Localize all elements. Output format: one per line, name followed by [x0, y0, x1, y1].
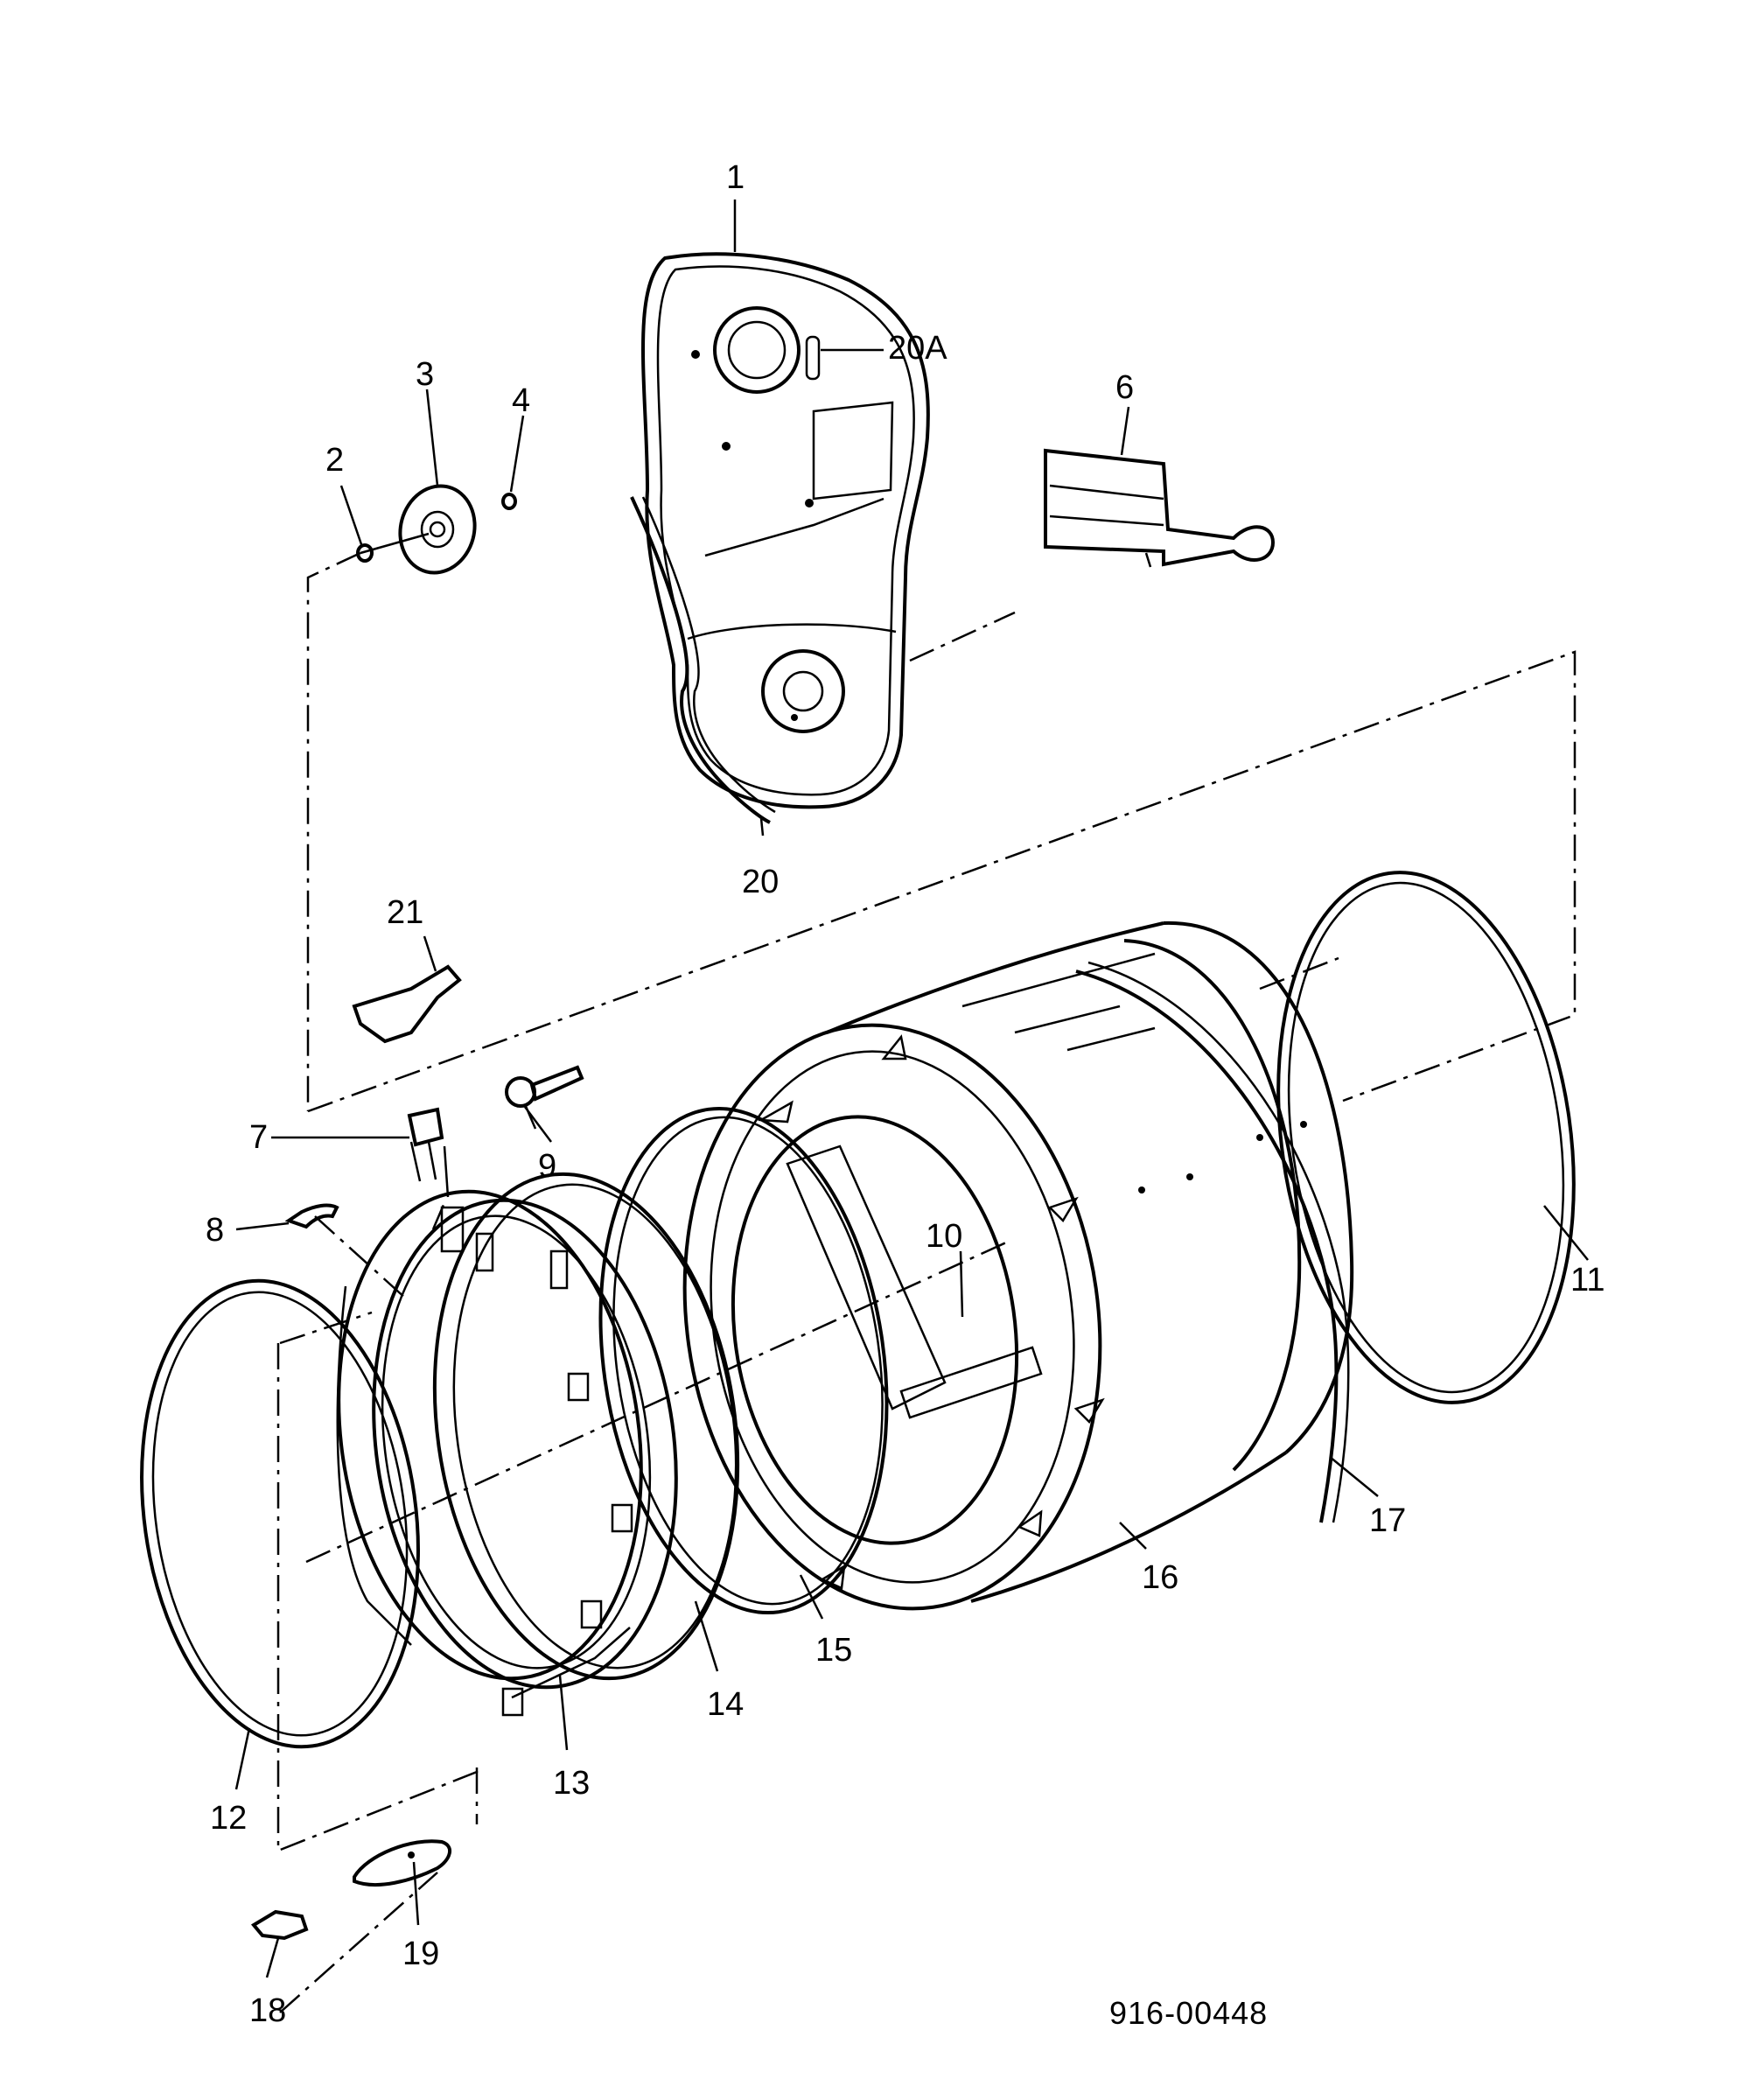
- label-part-2: 2: [325, 442, 344, 479]
- assembly-lines: [276, 551, 1577, 2013]
- hinge: [284, 1203, 339, 1229]
- label-part-14: 14: [707, 1686, 744, 1723]
- part-labels: 1 20A 2 3 4 6 20 21 7 9 8 10 11 17 16 15…: [206, 159, 1605, 2029]
- ring-14: [432, 1172, 740, 1681]
- label-part-18: 18: [249, 1992, 286, 2029]
- label-part-11: 11: [1570, 1262, 1605, 1298]
- label-part-8: 8: [206, 1212, 224, 1249]
- bearing-plate: [360, 484, 477, 575]
- rear-ring: [1276, 871, 1576, 1404]
- label-part-15: 15: [815, 1632, 852, 1669]
- label-part-10: 10: [926, 1218, 962, 1255]
- rear-panel: [641, 252, 930, 809]
- label-part-1: 1: [726, 159, 745, 196]
- label-part-13: 13: [553, 1765, 590, 1802]
- seal-strip: [630, 496, 776, 824]
- drum-seal-strip: [1075, 961, 1350, 1523]
- bracket: [1044, 448, 1276, 568]
- latch: [250, 1909, 309, 1941]
- label-part-3: 3: [416, 356, 434, 393]
- leader-lines: [234, 200, 1589, 1978]
- label-part-9: 9: [538, 1148, 556, 1185]
- front-seal-ring: [140, 1278, 420, 1749]
- label-part-12: 12: [210, 1800, 247, 1837]
- label-part-7: 7: [249, 1119, 268, 1156]
- label-part-17: 17: [1369, 1502, 1406, 1539]
- clip: [352, 964, 462, 1044]
- ring-15: [598, 1106, 889, 1615]
- drum: [682, 920, 1354, 1611]
- label-part-19: 19: [402, 1936, 439, 1972]
- latch-plate: [353, 1839, 451, 1887]
- label-part-21: 21: [387, 894, 423, 931]
- switch: [505, 1065, 584, 1130]
- label-part-16: 16: [1142, 1559, 1178, 1596]
- sensor: [407, 1107, 450, 1198]
- label-part-4: 4: [512, 382, 530, 419]
- small-rings: [356, 493, 517, 563]
- label-part-20a: 20A: [888, 330, 947, 367]
- drawing-code: 916-00448: [1109, 1995, 1268, 2031]
- label-part-6: 6: [1115, 369, 1134, 406]
- front-ring-assembly: [336, 1189, 678, 1717]
- label-part-20: 20: [742, 864, 779, 900]
